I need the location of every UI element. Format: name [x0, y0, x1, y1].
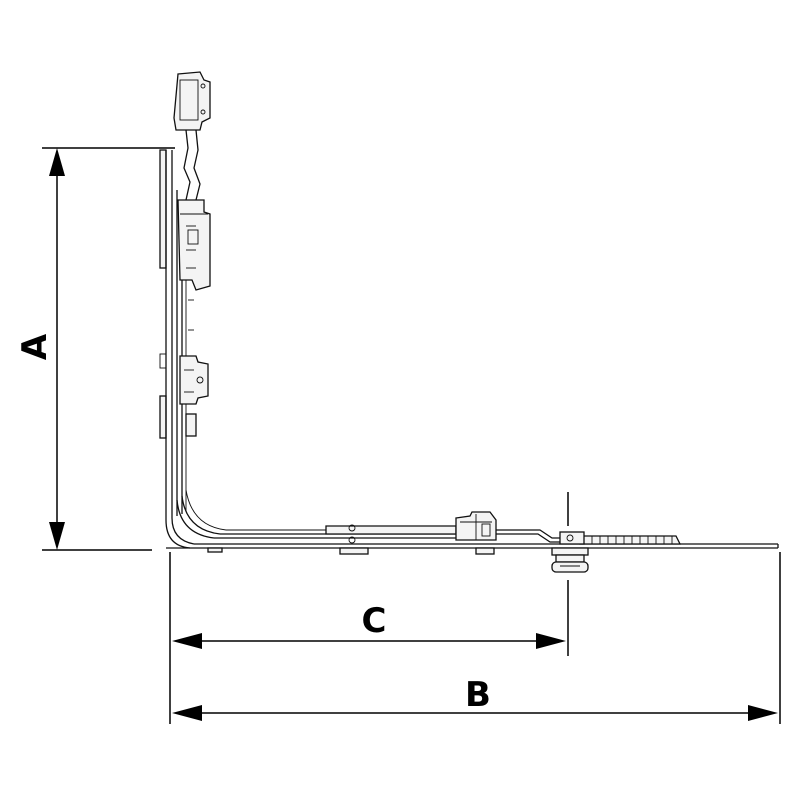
dimension-b: B [172, 552, 781, 724]
dimension-c-label: C [362, 601, 387, 641]
dimension-c-arrow-right [536, 633, 566, 649]
horizontal-arm [190, 511, 779, 573]
dimension-c-arrow-left [172, 633, 202, 649]
vertical-arm [159, 71, 211, 520]
dimension-a-arrow-bottom [49, 522, 65, 550]
dimension-b-arrow-left [172, 705, 202, 721]
dimension-a-label: A [15, 333, 55, 360]
dimension-a: A [15, 147, 175, 551]
dimension-b-arrow-right [748, 705, 778, 721]
dimension-b-label: B [465, 675, 491, 715]
dimension-a-arrow-top [49, 148, 65, 176]
dimension-c: C [169, 492, 569, 724]
corner-bend [165, 489, 227, 549]
